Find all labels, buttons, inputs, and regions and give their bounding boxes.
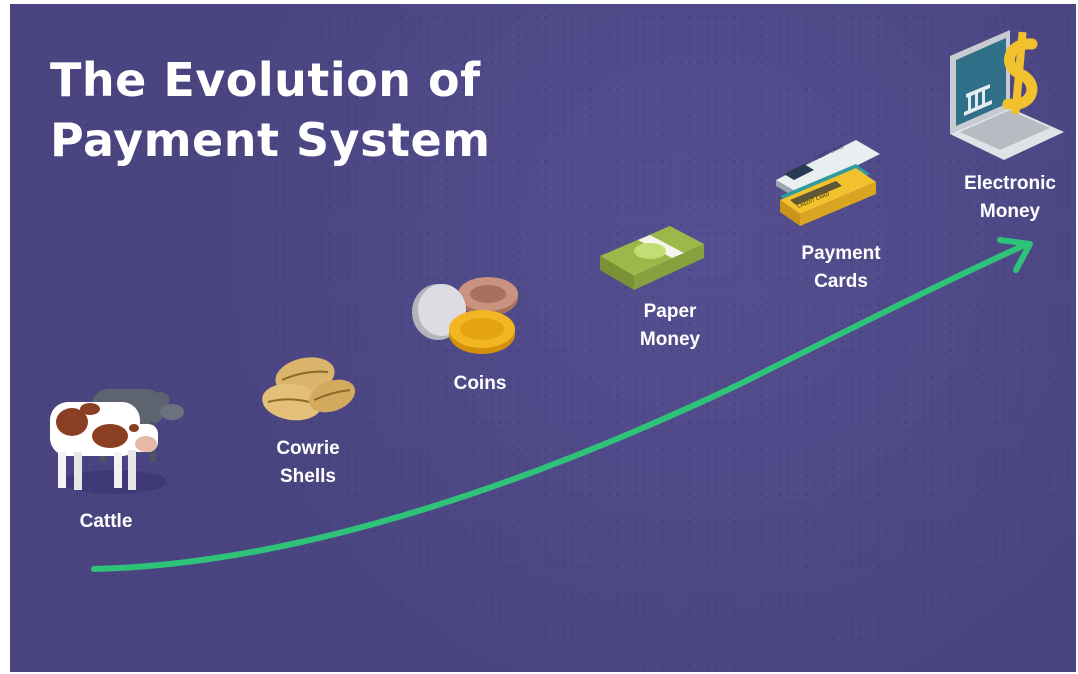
stage-label-line: Coins — [453, 373, 507, 394]
cattle-icon — [50, 389, 184, 494]
stage-label-line: Cards — [814, 271, 868, 292]
title-line-1: The Evolution of — [50, 53, 481, 107]
title-line-2: Payment System — [50, 113, 491, 167]
electronic-money-laptop-icon — [950, 30, 1064, 160]
infographic-canvas: The Evolution of Payment System — [10, 4, 1076, 672]
stage-label-coins: Coins — [432, 370, 528, 398]
stage-label-payment-cards: Payment Cards — [784, 240, 898, 296]
illustration-layer: DEBIT CARD CREDIT CARD — [50, 30, 1064, 572]
cowrie-shells-icon — [262, 357, 356, 421]
stage-label-line: Money — [639, 329, 701, 350]
stage-label-line: Paper — [643, 301, 697, 322]
stage-label-line: Money — [979, 201, 1041, 222]
payment-cards-icon: DEBIT CARD CREDIT CARD — [776, 140, 880, 226]
stage-label-line: Electronic — [964, 173, 1056, 194]
growth-arrow — [91, 237, 1033, 572]
stage-label-line: Cattle — [79, 511, 133, 532]
stage-label-paper-money: Paper Money — [622, 298, 718, 354]
page-title: The Evolution of Payment System — [50, 50, 491, 170]
stage-label-line: Cowrie — [276, 438, 340, 459]
coins-icon — [412, 277, 518, 354]
growth-arrow-line — [91, 242, 1028, 572]
stage-label-line: Shells — [280, 466, 336, 487]
stage-label-cowrie-shells: Cowrie Shells — [260, 435, 356, 491]
stage-label-cattle: Cattle — [58, 508, 154, 536]
stage-label-line: Payment — [801, 243, 881, 264]
paper-money-icon — [600, 226, 704, 290]
growth-arrow-head — [997, 237, 1033, 273]
stage-label-electronic-money: Electronic Money — [950, 170, 1070, 226]
